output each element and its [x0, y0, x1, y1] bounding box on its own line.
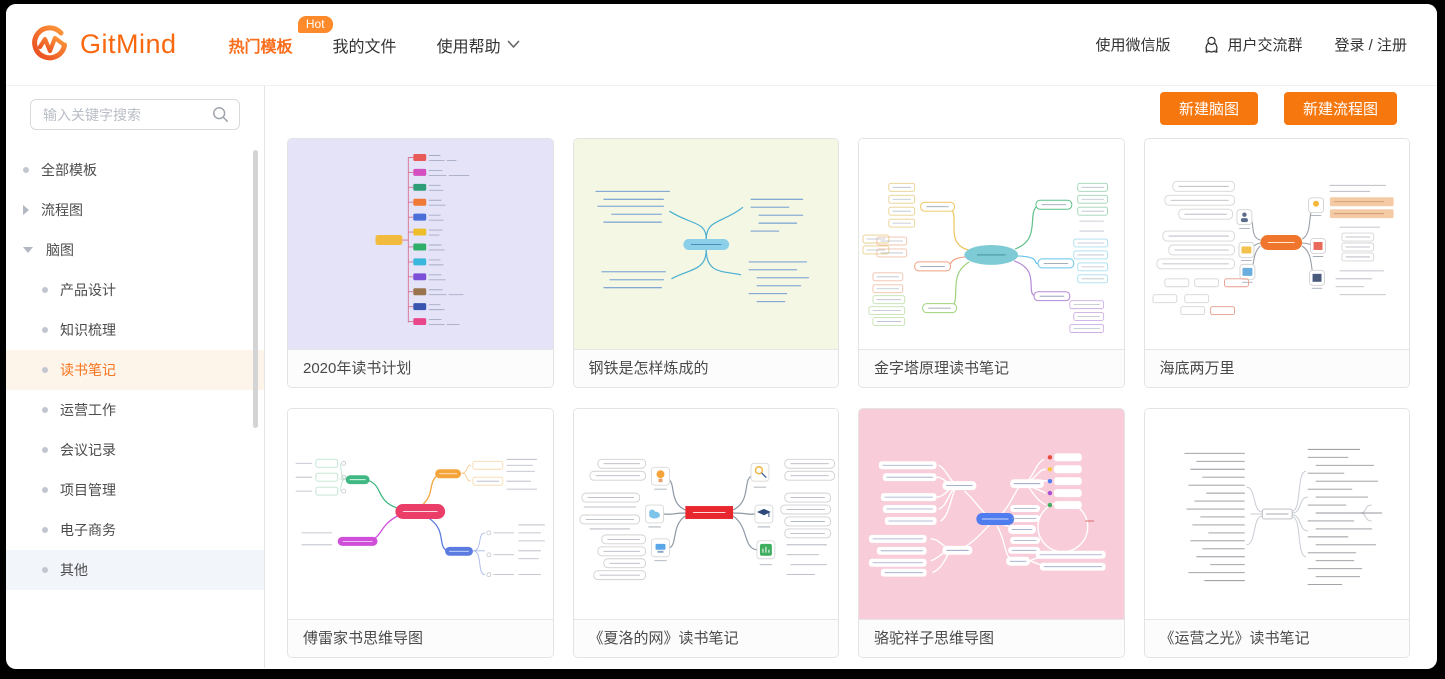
caret-down-icon — [23, 247, 33, 253]
sidebar-item-label: 读书笔记 — [60, 362, 116, 378]
caret-right-icon — [23, 205, 29, 215]
sidebar-scrollbar[interactable] — [253, 150, 258, 428]
mindmap-thumbnail — [1152, 180, 1394, 316]
template-thumbnail — [573, 139, 838, 349]
template-thumbnail — [288, 409, 553, 619]
qq-icon — [1205, 36, 1219, 53]
sidebar-item-label: 产品设计 — [60, 282, 116, 298]
chevron-down-icon — [507, 40, 519, 48]
sidebar-item-label: 知识梳理 — [60, 322, 116, 338]
logo-icon — [32, 24, 67, 60]
nav-my-files-label: 我的文件 — [332, 38, 397, 56]
mindmap-thumbnail — [375, 154, 470, 326]
template-card[interactable]: 傅雷家书思维导图 — [287, 408, 554, 658]
sidebar-item-all-templates[interactable]: 全部模板 — [6, 150, 264, 190]
mindmap-thumbnail — [862, 182, 1109, 333]
template-card[interactable]: 钢铁是怎样炼成的 — [572, 138, 839, 388]
template-card[interactable]: 海底两万里 — [1143, 138, 1410, 388]
sidebar-item-meeting-notes[interactable]: 会议记录 — [6, 430, 264, 470]
login-register-label: 登录 / 注册 — [1334, 37, 1407, 54]
logo[interactable]: GitMind — [28, 23, 177, 67]
template-title: 海底两万里 — [1144, 349, 1409, 387]
mindmap-thumbnail — [1183, 448, 1382, 586]
sidebar-item-product-design[interactable]: 产品设计 — [6, 270, 264, 310]
sidebar-item-knowledge[interactable]: 知识梳理 — [6, 310, 264, 350]
main-nav: 热门模板 Hot 我的文件 使用帮助 — [228, 15, 520, 57]
wechat-version-label: 使用微信版 — [1095, 37, 1171, 54]
template-title: 《运营之光》读书笔记 — [1144, 619, 1409, 657]
brand-name: GitMind — [80, 29, 177, 59]
main-panel: 新建脑图 新建流程图 — [265, 86, 1437, 668]
bullet-icon — [42, 527, 48, 533]
community-label: 用户交流群 — [1227, 37, 1303, 54]
template-thumbnail — [573, 409, 838, 619]
sidebar-item-label: 全部模板 — [41, 162, 97, 178]
category-menu: 全部模板 流程图 脑图 产品设计 知识梳理 读书笔记 运营工作 会议记录 项目管… — [6, 150, 264, 590]
sidebar-item-project-management[interactable]: 项目管理 — [6, 470, 264, 510]
template-grid: 2020年读书计划 — [287, 138, 1410, 658]
search-icon[interactable] — [212, 106, 229, 123]
mindmap-thumbnail — [868, 453, 1106, 577]
bullet-icon — [42, 367, 48, 373]
search-box — [30, 99, 240, 130]
mindmap-thumbnail — [295, 458, 545, 578]
template-card[interactable]: 2020年读书计划 — [287, 138, 554, 388]
template-title: 傅雷家书思维导图 — [288, 619, 553, 657]
bullet-icon — [42, 567, 48, 573]
template-thumbnail — [859, 409, 1124, 619]
template-title: 金字塔原理读书笔记 — [859, 349, 1124, 387]
sidebar-item-label: 项目管理 — [60, 482, 116, 498]
bullet-icon — [42, 287, 48, 293]
template-thumbnail — [1144, 409, 1409, 619]
bullet-icon — [42, 447, 48, 453]
actions-bar: 新建脑图 新建流程图 — [287, 92, 1397, 125]
sidebar-item-flowchart[interactable]: 流程图 — [6, 190, 264, 230]
wechat-version-link[interactable]: 使用微信版 — [1095, 34, 1170, 55]
sidebar: 全部模板 流程图 脑图 产品设计 知识梳理 读书笔记 运营工作 会议记录 项目管… — [6, 86, 265, 668]
template-title: 《夏洛的网》读书笔记 — [573, 619, 838, 657]
bullet-icon — [23, 167, 29, 173]
sidebar-item-label: 电子商务 — [60, 522, 116, 538]
sidebar-item-label: 其他 — [60, 562, 88, 578]
nav-help-label: 使用帮助 — [436, 38, 501, 56]
header-right: 使用微信版 用户交流群 登录 / 注册 — [1095, 34, 1407, 55]
sidebar-item-operation[interactable]: 运营工作 — [6, 390, 264, 430]
bullet-icon — [42, 327, 48, 333]
new-mindmap-button[interactable]: 新建脑图 — [1159, 92, 1258, 125]
template-card[interactable]: 《运营之光》读书笔记 — [1143, 408, 1410, 658]
template-card[interactable]: 金字塔原理读书笔记 — [858, 138, 1125, 388]
community-link[interactable]: 用户交流群 — [1202, 34, 1302, 55]
new-flowchart-button[interactable]: 新建流程图 — [1283, 92, 1397, 125]
template-title: 2020年读书计划 — [288, 349, 553, 387]
sidebar-item-mindmap[interactable]: 脑图 — [6, 230, 264, 270]
sidebar-item-label: 运营工作 — [60, 402, 116, 418]
sidebar-item-label: 流程图 — [41, 202, 83, 218]
hot-badge: Hot — [297, 15, 333, 33]
template-thumbnail — [1144, 139, 1409, 349]
template-card[interactable]: 骆驼祥子思维导图 — [858, 408, 1125, 658]
bullet-icon — [42, 487, 48, 493]
app-window: GitMind 热门模板 Hot 我的文件 使用帮助 使用微信版 — [6, 4, 1437, 669]
sidebar-item-reading-notes[interactable]: 读书笔记 — [6, 350, 264, 390]
template-title: 骆驼祥子思维导图 — [859, 619, 1124, 657]
nav-hot-templates-label: 热门模板 — [228, 38, 293, 56]
mindmap-thumbnail — [594, 190, 809, 303]
nav-my-files[interactable]: 我的文件 — [333, 33, 397, 57]
nav-help[interactable]: 使用帮助 — [437, 33, 520, 57]
template-thumbnail — [288, 139, 553, 349]
sidebar-item-label: 脑图 — [46, 242, 74, 258]
nav-hot-templates[interactable]: 热门模板 Hot — [228, 15, 333, 57]
sidebar-item-ecommerce[interactable]: 电子商务 — [6, 510, 264, 550]
content: 全部模板 流程图 脑图 产品设计 知识梳理 读书笔记 运营工作 会议记录 项目管… — [6, 86, 1437, 668]
search-input[interactable] — [43, 106, 212, 123]
template-card[interactable]: 《夏洛的网》读书笔记 — [572, 408, 839, 658]
sidebar-item-label: 会议记录 — [60, 442, 116, 458]
mindmap-thumbnail — [579, 458, 835, 581]
sidebar-item-other[interactable]: 其他 — [6, 550, 264, 590]
login-register-link[interactable]: 登录 / 注册 — [1334, 34, 1407, 55]
bullet-icon — [42, 407, 48, 413]
header: GitMind 热门模板 Hot 我的文件 使用帮助 使用微信版 — [6, 4, 1437, 86]
template-thumbnail — [859, 139, 1124, 349]
template-title: 钢铁是怎样炼成的 — [573, 349, 838, 387]
